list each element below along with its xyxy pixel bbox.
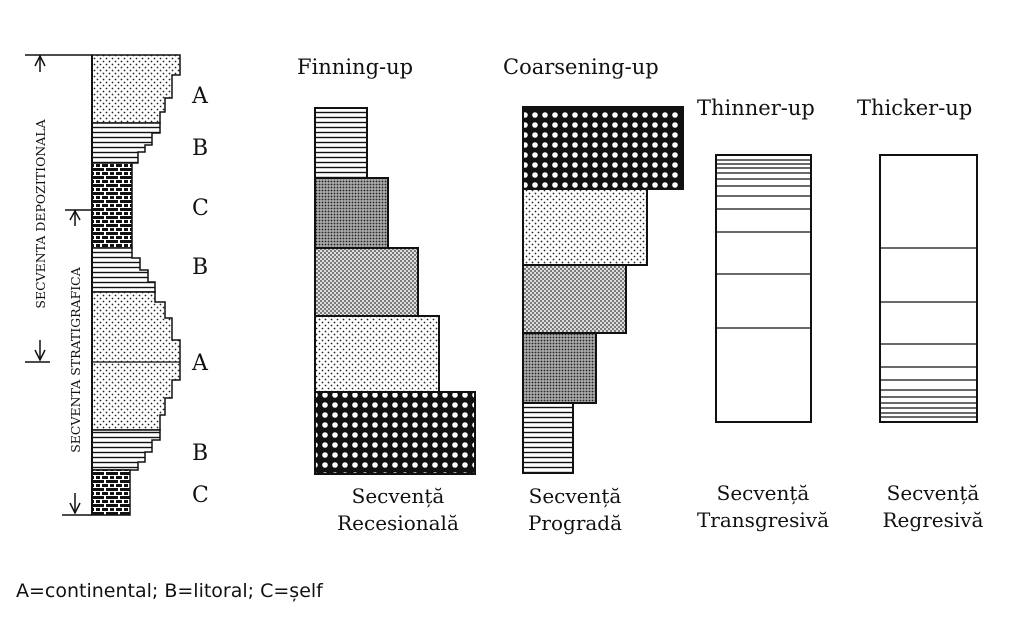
label-secventa-depozitionala: SECVENTA DEPOZITIONALA: [33, 118, 48, 308]
column-layer-a-top: [91, 54, 181, 124]
column-layer-a-middle: [91, 291, 181, 431]
caption-transgresiva-line2: Transgresivă: [697, 508, 829, 532]
column-layer-c-bottom: [91, 469, 131, 516]
caption-transgresiva-line1: Secvență: [717, 481, 810, 505]
layer-gravel: [522, 106, 684, 190]
heading-fining-up: Finning-up: [297, 55, 413, 79]
layer-light-dots: [522, 188, 648, 266]
column-layer-b-upper: [91, 122, 161, 164]
heading-thinner-up: Thinner-up: [697, 96, 815, 120]
layer-light-dots: [314, 315, 440, 393]
column-layer-b-middle: [91, 247, 156, 293]
facies-letter: C: [192, 483, 209, 508]
layer-lines: [314, 107, 368, 179]
column-regresiva: [879, 154, 978, 423]
layer-dark-dots: [522, 332, 597, 404]
facies-letter: B: [192, 136, 208, 161]
facies-letter: A: [191, 351, 209, 376]
caption-prograda-line2: Progradă: [528, 511, 622, 535]
caption-prograda-line1: Secvență: [529, 484, 622, 508]
caption-recesionala-line2: Recesională: [337, 511, 459, 535]
layer-dark-dots: [314, 177, 389, 249]
layer-dense-dots: [314, 247, 419, 317]
legend-text: A=continental; B=litoral; C=șelf: [16, 580, 324, 602]
caption-recesionala-line1: Secvență: [352, 484, 445, 508]
stratigraphic-column: [91, 54, 181, 516]
label-secventa-stratigrafica: SECVENTA STRATIGRAFICA: [68, 266, 83, 453]
facies-letter: A: [191, 84, 209, 109]
column-transgresiva: [715, 154, 812, 423]
layer-dense-dots: [522, 264, 627, 334]
heading-thicker-up: Thicker-up: [857, 96, 972, 120]
facies-letter: B: [192, 441, 208, 466]
facies-letter: C: [192, 196, 209, 221]
heading-coarsening-up: Coarsening-up: [503, 55, 659, 79]
bracket-secventa-depozitionala: [25, 54, 92, 363]
facies-letter: B: [192, 255, 208, 280]
bracket-secventa-stratigrafica: [62, 209, 92, 516]
column-layer-c-middle: [91, 162, 133, 249]
column-recesionala: [314, 107, 476, 475]
column-prograda: [522, 106, 684, 474]
layer-lines: [522, 402, 574, 474]
caption-regresiva-line2: Regresivă: [883, 508, 984, 532]
layer-gravel: [314, 391, 476, 475]
column-layer-b-lower: [91, 429, 161, 471]
facies-letters: A B C B A B C: [191, 84, 209, 508]
caption-regresiva-line1: Secvență: [887, 481, 980, 505]
